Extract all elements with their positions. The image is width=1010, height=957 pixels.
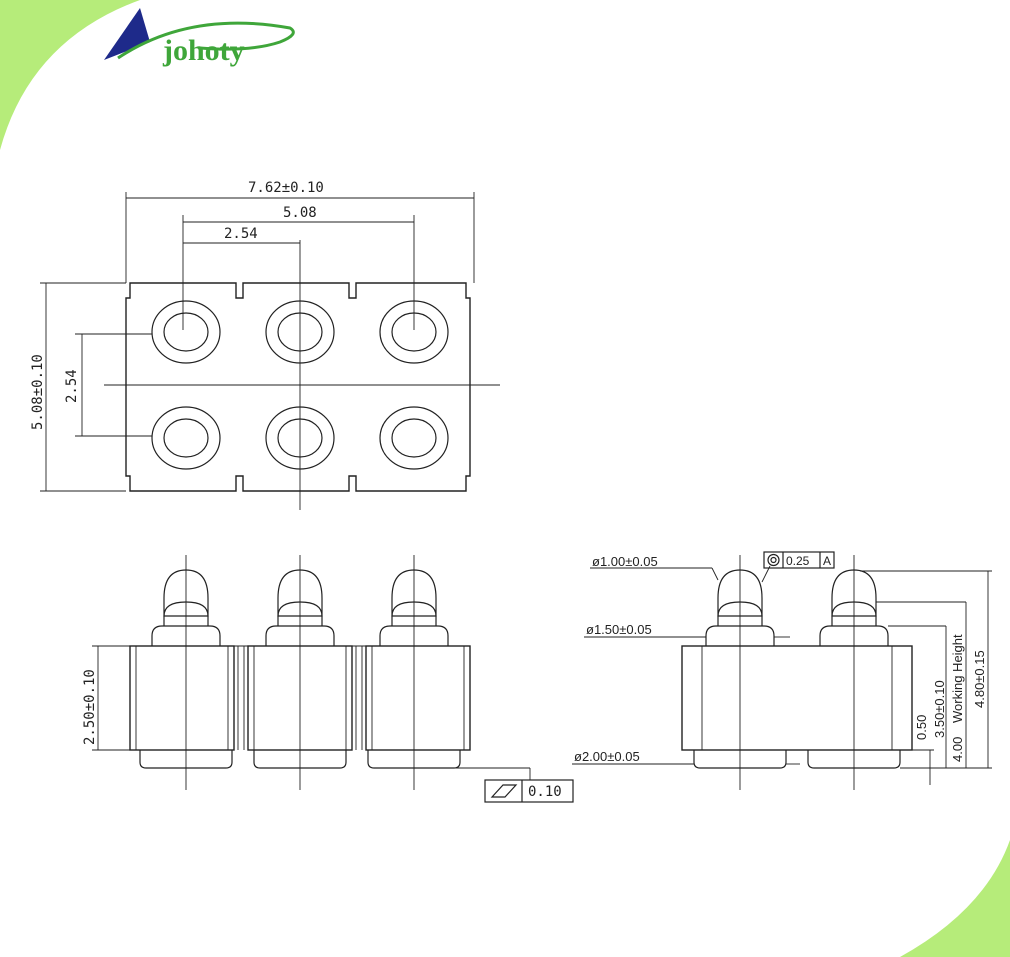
pitch-dimension: 5.08	[283, 205, 317, 221]
tip-diameter: ø1.00±0.05	[592, 554, 658, 569]
row-pitch-dimension: 2.54	[64, 369, 80, 403]
pin-pad-2	[265, 300, 335, 364]
housing-block-3	[365, 645, 471, 751]
working-height-label: Working Height	[950, 634, 965, 723]
dim-0-50: 0.50	[914, 715, 929, 740]
dim-4-80: 4.80±0.15	[972, 650, 987, 708]
brand-logo: johoty	[104, 8, 295, 67]
dim-3-50: 3.50±0.10	[932, 680, 947, 738]
base-diameter: ø2.00±0.05	[574, 749, 640, 764]
side-view: ø1.00±0.05 ø1.50±0.05 ø2.00±0.05 0.25 A …	[572, 551, 992, 790]
corner-accent-bottom-right	[900, 840, 1010, 957]
datum-label: A	[823, 554, 831, 568]
pin-pad-4	[151, 406, 221, 470]
logo-swoosh-icon	[117, 21, 295, 60]
pin-pad-5	[265, 406, 335, 470]
concentricity-symbol-icon	[767, 553, 780, 567]
pin-pad-1	[151, 300, 221, 364]
side-housing	[681, 645, 913, 751]
top-view: 7.62±0.10 5.08 2.54 5.08±0.10 2.54	[30, 180, 500, 510]
concentricity-value: 0.25	[786, 554, 810, 568]
top-view-body	[125, 282, 471, 492]
logo-text: johoty	[162, 34, 245, 67]
dim-4-00: 4.00	[950, 737, 965, 762]
height-dimension: 5.08±0.10	[30, 354, 46, 430]
mid-diameter: ø1.50±0.05	[586, 622, 652, 637]
flatness-callout: 0.10	[484, 779, 574, 803]
width-dimension: 7.62±0.10	[248, 180, 324, 196]
body-height-dimension: 2.50±0.10	[82, 669, 98, 745]
flatness-value: 0.10	[528, 784, 562, 800]
half-pitch-dimension: 2.54	[224, 226, 258, 242]
housing-block-1	[129, 645, 235, 751]
corner-accent-top-left	[0, 0, 140, 150]
concentricity-callout: 0.25 A	[763, 551, 835, 569]
logo-triangle-icon	[104, 8, 150, 60]
flatness-symbol-icon	[490, 784, 518, 798]
pin-pad-6	[379, 406, 449, 470]
front-view: 2.50±0.10 0.10	[82, 555, 574, 803]
